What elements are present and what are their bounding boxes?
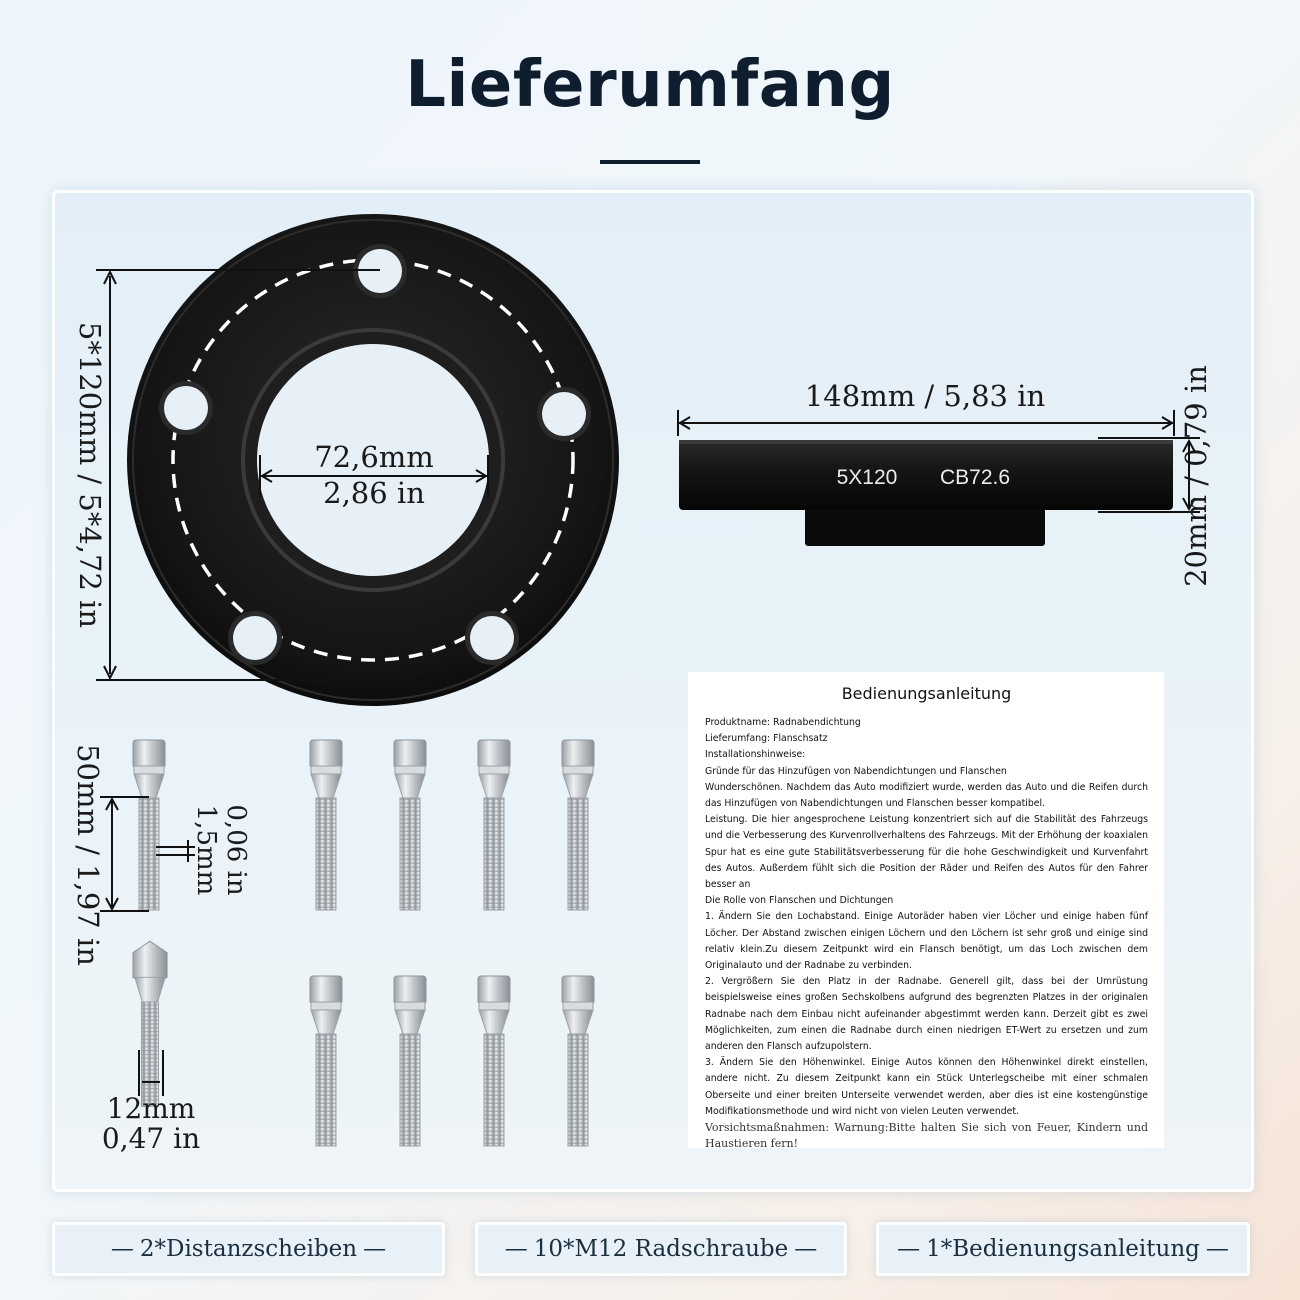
- label-bolts: — 10*M12 Radschraube —: [475, 1222, 847, 1276]
- center-bore-mm: 72,6mm: [314, 440, 434, 474]
- manual-line: Wunderschönen. Nachdem das Auto modifizi…: [705, 781, 1148, 810]
- wheel-bolt: [393, 975, 427, 1147]
- page-title: Lieferumfang: [405, 48, 895, 122]
- label-dash: —: [110, 1236, 134, 1262]
- center-bore-dimension: [259, 455, 489, 497]
- label-text: 1*Bedienungsanleitung: [926, 1236, 1200, 1262]
- bolt-length-dimension: [100, 796, 149, 912]
- manual-line: 1. Ändern Sie den Lochabstand. Einige Au…: [705, 911, 1148, 972]
- label-spacers: — 2*Distanzscheiben —: [52, 1222, 445, 1276]
- bolt-detail: [132, 739, 166, 911]
- manual-line: Die Rolle von Flanschen und Dichtungen: [705, 895, 894, 907]
- wheel-bolt: [393, 739, 427, 911]
- label-dash: —: [1205, 1236, 1229, 1262]
- bolt-diameter-mm: 12mm: [107, 1092, 196, 1125]
- bolt-pattern-dimension: [96, 269, 380, 681]
- bolt-angled: [132, 940, 168, 1107]
- bolt-hole: [537, 387, 591, 441]
- manual-title: Bedienungsanleitung: [841, 684, 1012, 703]
- thread-pitch-dimension: [156, 840, 195, 862]
- manual-line: Leistung. Die hier angesprochene Leistun…: [705, 814, 1148, 891]
- label-manual: — 1*Bedienungsanleitung —: [876, 1222, 1250, 1276]
- bolt-grid: [309, 739, 595, 1147]
- stamp-pattern: 5X120: [837, 466, 898, 489]
- wheel-bolt: [477, 975, 511, 1147]
- manual-line: Gründe für das Hinzufügen von Nabendicht…: [705, 765, 1007, 777]
- center-bore-in: 2,86 in: [323, 476, 425, 510]
- thickness-dimension: [1098, 437, 1200, 513]
- bolt-hole: [228, 611, 282, 665]
- bolt-pattern-label: 5*120mm / 5*4,72 in: [73, 322, 107, 628]
- spacer-front-view: [127, 214, 619, 706]
- outer-diameter-label: 148mm / 5,83 in: [805, 379, 1045, 413]
- spacer-side-view: 5X120 CB72.6: [679, 440, 1173, 546]
- label-dash: —: [794, 1236, 818, 1262]
- manual-line: 2. Vergrößern Sie den Platz in der Radna…: [705, 976, 1148, 1053]
- manual-line: 3. Ändern Sie den Höhenwinkel. Einige Au…: [705, 1057, 1148, 1117]
- stamp-bore: CB72.6: [940, 466, 1010, 489]
- bolt-diameter-dimension: [138, 1050, 164, 1096]
- outer-diameter-dimension: [677, 410, 1175, 436]
- label-dash: —: [363, 1236, 387, 1262]
- wheel-bolt: [309, 975, 343, 1147]
- manual-line: Lieferumfang: Flanschsatz: [705, 733, 828, 745]
- label-text: 2*Distanzscheiben: [139, 1236, 358, 1262]
- wheel-bolt: [561, 739, 595, 911]
- label-text: 10*M12 Radschraube: [533, 1236, 789, 1262]
- title-underline: [600, 160, 700, 164]
- manual-warning: Vorsichtsmaßnahmen: Warnung:Bitte halten…: [705, 1121, 1148, 1148]
- thread-pitch-in: 0,06 in: [221, 804, 251, 895]
- wheel-bolt: [561, 975, 595, 1147]
- bolt-length-label: 50mm / 1,97 in: [71, 744, 105, 966]
- thread-pitch-mm: 1,5mm: [191, 805, 221, 896]
- bolt-diameter-in: 0,47 in: [102, 1122, 200, 1155]
- manual-line: Produktname: Radnabendichtung: [705, 717, 861, 728]
- label-dash: —: [504, 1236, 528, 1262]
- label-dash: —: [897, 1236, 921, 1262]
- thickness-label: 20mm / 0,79 in: [1179, 365, 1213, 587]
- manual-line: Installationshinweise:: [705, 749, 806, 761]
- wheel-bolt: [309, 739, 343, 911]
- bolt-hole: [159, 381, 213, 435]
- instruction-manual: Bedienungsanleitung Produktname: Radnabe…: [688, 672, 1164, 1148]
- bolt-hole: [465, 611, 519, 665]
- wheel-bolt: [477, 739, 511, 911]
